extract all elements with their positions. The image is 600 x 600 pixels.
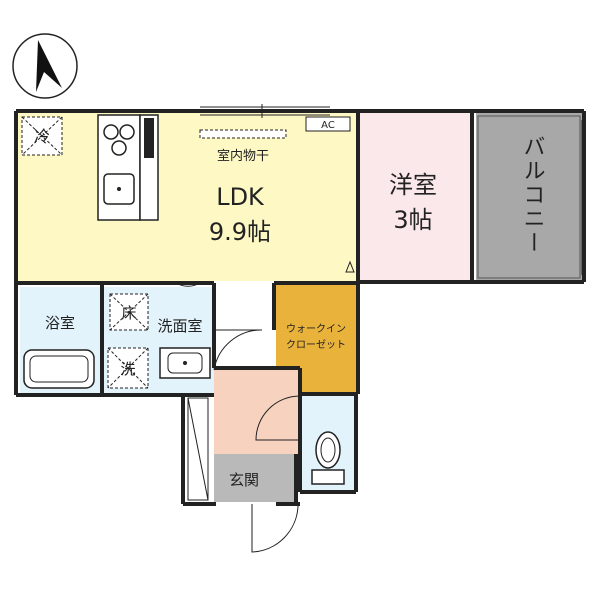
- door-swings: [175, 282, 301, 553]
- drying-label: 室内物干: [217, 148, 269, 164]
- bath-name: 浴室: [45, 314, 75, 332]
- walls: [14, 109, 586, 506]
- stove-burner-icon: [103, 124, 119, 140]
- windows: [200, 104, 583, 275]
- toilet-icon: [311, 431, 345, 485]
- entrance-name: 玄関: [229, 471, 259, 489]
- closet-label-line2: クローゼット: [286, 339, 346, 351]
- stove-burner-icon: [119, 124, 135, 140]
- ac-unit: [305, 116, 351, 132]
- wash-basin-icon: [159, 347, 211, 379]
- western-room-name: 洋室: [389, 171, 437, 199]
- washing-machine-space: [107, 347, 149, 389]
- fridge-space: [21, 116, 63, 156]
- entrance-area: [214, 454, 298, 502]
- floor-drain-icon: [109, 293, 149, 331]
- fridge-symbol: 冷: [34, 127, 50, 146]
- closet-label-line1: ウォークイン: [286, 323, 346, 335]
- balcony-area: [476, 113, 582, 280]
- balcony-name: バルコニー: [520, 135, 545, 255]
- balcony-frame: [477, 115, 581, 279]
- washroom-name: 洗面室: [157, 317, 202, 335]
- ldk-size: 9.9帖: [209, 218, 271, 246]
- western-room-area: [360, 113, 470, 281]
- hall-area: [214, 368, 300, 454]
- floor-symbol: 床: [121, 304, 136, 322]
- stove-burner-icon: [111, 140, 127, 156]
- kitchen-counter: [97, 114, 159, 221]
- western-room-size: 3帖: [393, 206, 432, 234]
- drying-rail: [199, 129, 287, 139]
- bathtub-icon: [23, 349, 95, 389]
- laundry-symbol: 洗: [120, 360, 135, 378]
- compass-icon: [12, 33, 78, 99]
- kitchen-sink-icon: [103, 173, 135, 205]
- corner-marker: [345, 260, 355, 273]
- ldk-name: LDK: [216, 183, 265, 211]
- ac-label: AC: [321, 120, 335, 131]
- ldk-area: [18, 113, 358, 281]
